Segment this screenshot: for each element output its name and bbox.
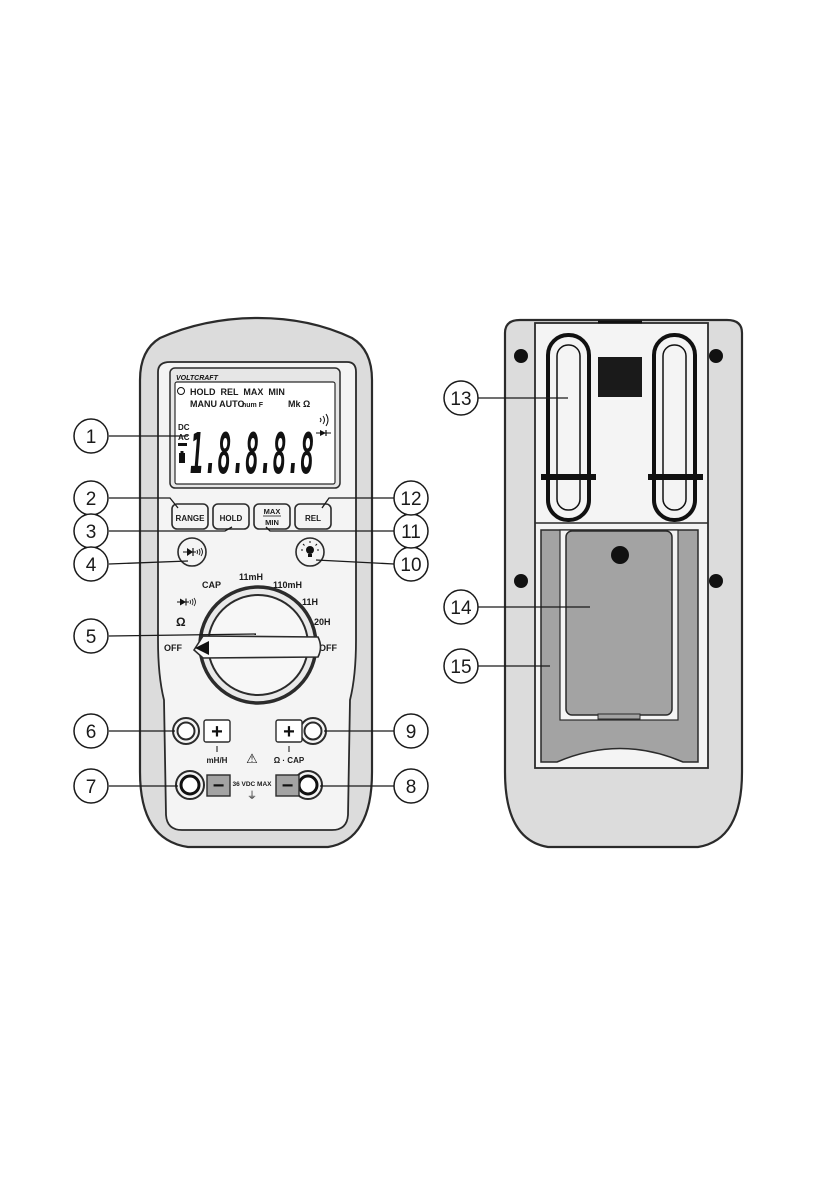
- minus-sign-right: −: [282, 775, 294, 797]
- callout-2: 2: [86, 489, 97, 510]
- stand-clip-left: [541, 474, 596, 480]
- screw-mid-right: [709, 574, 723, 588]
- lcd-dc: DC: [178, 423, 190, 432]
- dial-label-11mh: 11mH: [239, 572, 263, 582]
- callout-13: 13: [450, 389, 471, 410]
- dial-label-off-left: OFF: [164, 643, 182, 653]
- screw-mid-left: [514, 574, 528, 588]
- com-jack-left[interactable]: [176, 771, 204, 799]
- minus-segment: [178, 443, 187, 446]
- battery-cover-screw: [611, 546, 629, 564]
- callout-12: 12: [400, 489, 421, 510]
- lcd-units-right: Mk Ω: [288, 399, 310, 409]
- max-voltage-label: 36 VDC MAX: [232, 781, 272, 788]
- min-label: MIN: [265, 518, 279, 527]
- lcd-ac: AC: [178, 433, 190, 442]
- plus-sign-right: +: [283, 721, 295, 743]
- lcd-row2: MANU AUTO: [190, 399, 245, 409]
- callout-15: 15: [450, 657, 471, 678]
- back-view: [505, 320, 742, 847]
- callout-14: 14: [450, 598, 472, 619]
- lcd-units-small: num F: [242, 402, 264, 409]
- callout-6: 6: [86, 722, 97, 743]
- back-label-square: [598, 357, 642, 397]
- callout-8: 8: [406, 777, 417, 798]
- lcd-digits: 1.8.8.8.8: [190, 422, 314, 487]
- dial-label-ohm: Ω: [176, 615, 186, 629]
- minus-sign-left: −: [213, 775, 225, 797]
- rel-label: REL: [305, 514, 321, 523]
- ground-icon: ⏚: [247, 790, 257, 802]
- dial-label-cap: CAP: [202, 580, 221, 590]
- stand-clip-right: [648, 474, 703, 480]
- dial-label-20h: 20H: [314, 617, 331, 627]
- callout-4: 4: [86, 555, 97, 576]
- dial-label-off-right: OFF: [319, 643, 337, 653]
- jack-ohm-cap[interactable]: [300, 718, 326, 744]
- jack-mh-h[interactable]: [173, 718, 199, 744]
- hold-label: HOLD: [220, 514, 243, 523]
- max-label: MAX: [264, 507, 281, 516]
- callout-9: 9: [406, 722, 417, 743]
- callout-7: 7: [86, 777, 97, 798]
- screw-top-right: [709, 349, 723, 363]
- battery-cover-tab: [598, 714, 640, 719]
- callout-5: 5: [86, 627, 97, 648]
- dial-label-11h: 11H: [302, 597, 318, 607]
- lcd-row1: HOLD REL MAX MIN: [190, 387, 285, 397]
- dial-pointer-bar: [194, 636, 321, 658]
- label-mhh: mH/H: [207, 756, 228, 765]
- plus-sign-left: +: [211, 721, 223, 743]
- front-view: VOLTCRAFT HOLD REL MAX MIN MANU AUTO num…: [140, 318, 372, 847]
- callout-1: 1: [86, 427, 97, 448]
- screw-top-left: [514, 349, 528, 363]
- brand-logo: VOLTCRAFT: [176, 375, 219, 382]
- label-ohm-cap: Ω · CAP: [274, 756, 305, 765]
- callout-10: 10: [400, 555, 421, 576]
- range-label: RANGE: [176, 514, 206, 523]
- callout-3: 3: [86, 522, 97, 543]
- warning-icon: ⚠: [246, 751, 258, 766]
- callout-11: 11: [401, 522, 421, 543]
